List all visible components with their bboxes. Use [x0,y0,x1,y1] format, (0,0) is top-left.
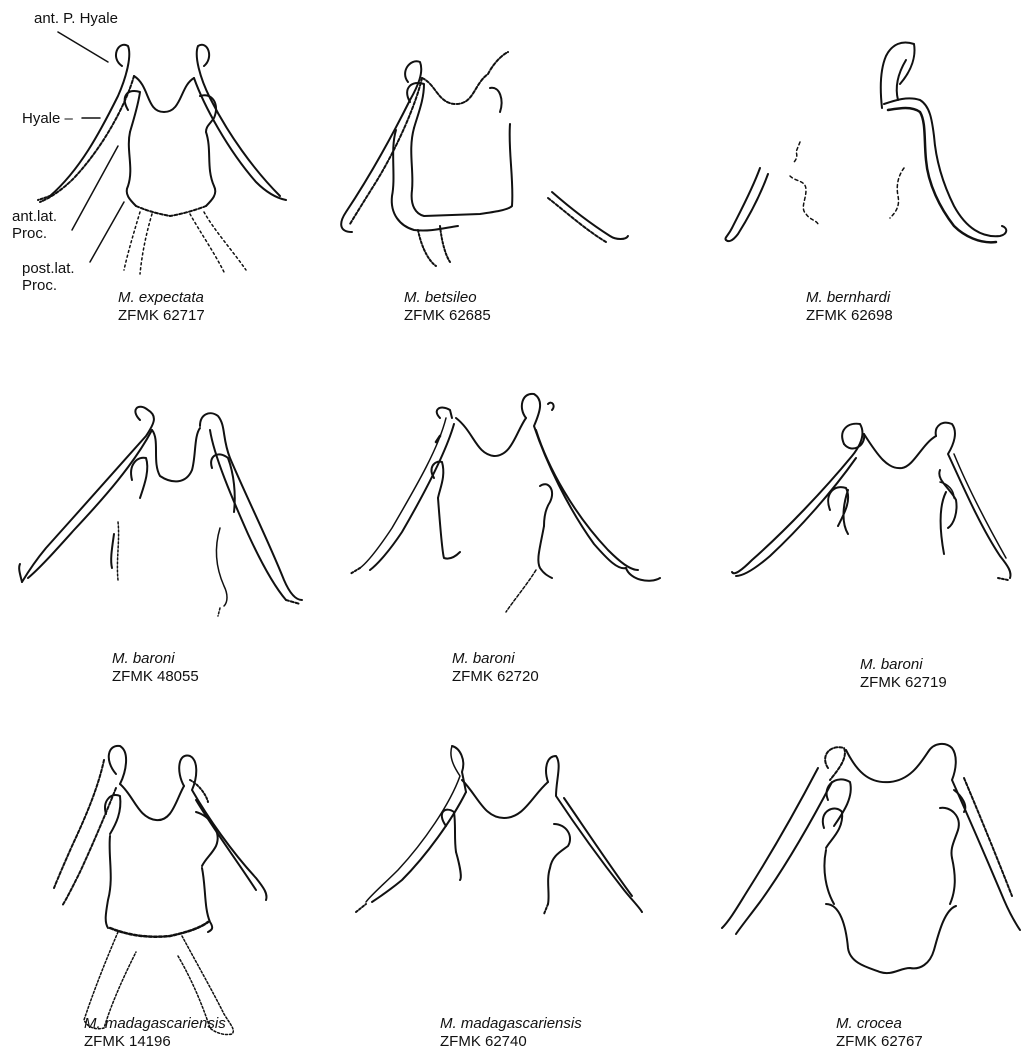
caption-species: M. madagascariensis [440,1015,582,1033]
caption-panel-8: M. madagascariensis ZFMK 62740 [440,1015,582,1051]
caption-specimen: ZFMK 62717 [118,307,205,325]
caption-specimen: ZFMK 62720 [452,668,539,686]
label-post-lat-line1: post.lat. [22,260,75,277]
label-hyale: Hyale – [22,110,73,127]
caption-species: M. baroni [452,650,539,668]
caption-species: M. expectata [118,289,205,307]
caption-specimen: ZFMK 62698 [806,307,893,325]
caption-specimen: ZFMK 62767 [836,1033,923,1051]
label-post-lat-proc: post.lat. Proc. [22,260,75,294]
label-ant-lat-line1: ant.lat. [12,208,57,225]
drawing-baroni-48055 [19,407,302,616]
drawing-bernhardi [725,43,1006,243]
caption-species: M. betsileo [404,289,491,307]
caption-panel-5: M. baroni ZFMK 62720 [452,650,539,686]
caption-species: M. madagascariensis [84,1015,226,1033]
caption-specimen: ZFMK 48055 [112,668,199,686]
label-ant-lat-line2: Proc. [12,225,47,242]
label-ant-p-hyale: ant. P. Hyale [34,10,118,27]
label-ant-lat-proc: ant.lat. Proc. [12,208,57,242]
caption-specimen: ZFMK 62719 [860,674,947,692]
caption-panel-3: M. bernhardi ZFMK 62698 [806,289,893,325]
caption-panel-4: M. baroni ZFMK 48055 [112,650,199,686]
label-post-lat-line2: Proc. [22,277,57,294]
caption-panel-9: M. crocea ZFMK 62767 [836,1015,923,1051]
drawing-madagascariensis-14196 [54,746,267,1035]
drawing-madagascariensis-62740 [356,746,642,914]
drawing-baroni-62720 [350,394,660,612]
caption-species: M. bernhardi [806,289,893,307]
caption-panel-1: M. expectata ZFMK 62717 [118,289,205,325]
caption-specimen: ZFMK 62740 [440,1033,582,1051]
caption-panel-7: M. madagascariensis ZFMK 14196 [84,1015,226,1051]
drawing-baroni-62719 [732,423,1011,580]
caption-species: M. baroni [860,656,947,674]
caption-panel-6: M. baroni ZFMK 62719 [860,656,947,692]
drawing-expectata [38,32,286,274]
caption-species: M. crocea [836,1015,923,1033]
caption-panel-2: M. betsileo ZFMK 62685 [404,289,491,325]
drawing-crocea [722,744,1020,973]
drawing-betsileo [341,52,628,266]
caption-species: M. baroni [112,650,199,668]
caption-specimen: ZFMK 14196 [84,1033,226,1051]
caption-specimen: ZFMK 62685 [404,307,491,325]
